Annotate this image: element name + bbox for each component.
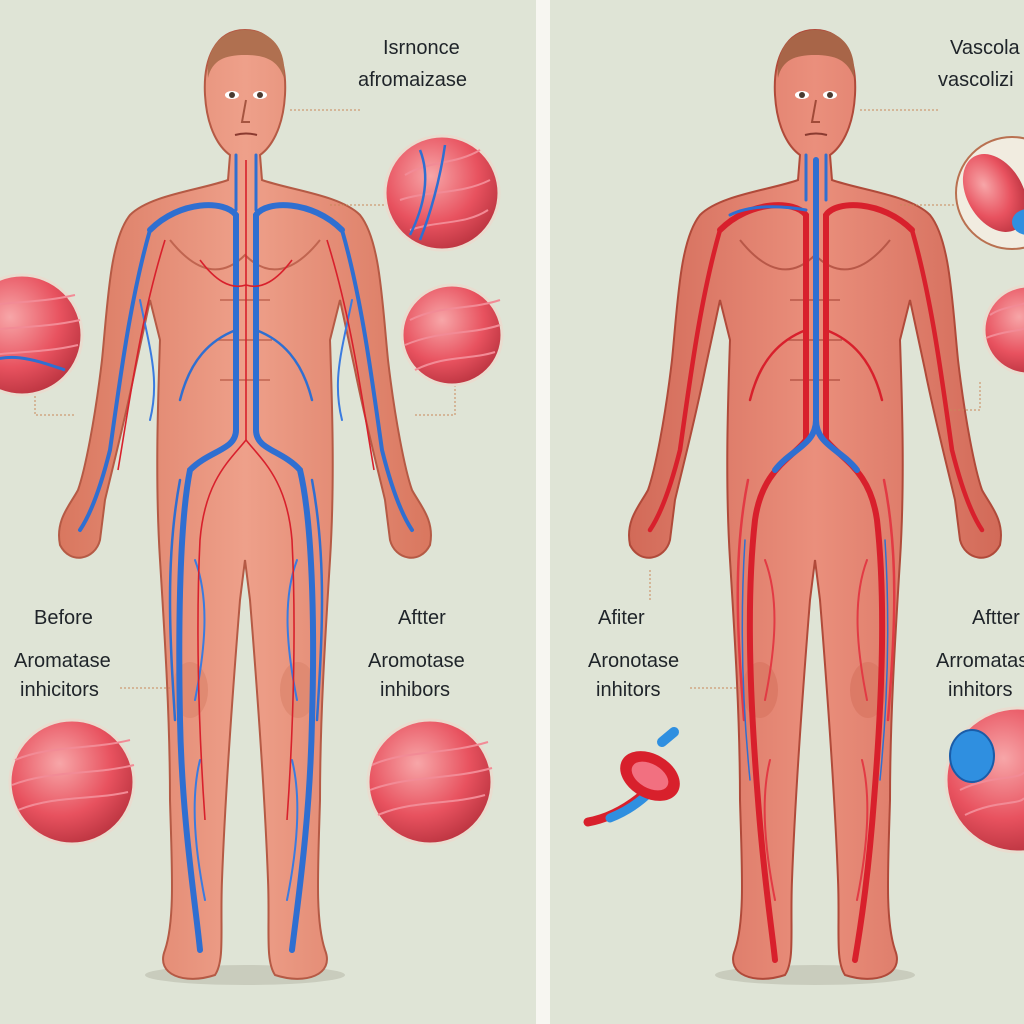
left-figure-svg <box>0 28 504 985</box>
right-right-label-line3: inhitors <box>948 679 1013 701</box>
left-after-label-line1: Aftter <box>398 607 446 629</box>
left-top-label-line2: afromaizase <box>358 69 467 91</box>
left-after-label-line2: Aromotase <box>368 650 465 672</box>
right-panel: Vascola vascolizi Afiter Aronotase inhit… <box>550 0 1024 1024</box>
right-callout-lines <box>649 109 981 689</box>
left-veins <box>78 153 414 953</box>
right-muscle-circle-bottom <box>944 706 1024 854</box>
left-top-label-line1: Isrnonce <box>383 37 460 59</box>
right-top-label-line2: vascolizi <box>938 69 1014 91</box>
left-body <box>58 28 432 980</box>
muscle-circle-top <box>383 134 501 252</box>
right-veins <box>728 153 889 781</box>
right-left-label-line2: Aronotase <box>588 650 680 672</box>
right-left-label-line1: Afiter <box>598 607 645 629</box>
right-left-label-line3: inhitors <box>596 679 661 701</box>
right-right-label-line1: Aftter <box>972 607 1020 629</box>
left-before-label-line2: Aromatase <box>14 650 111 672</box>
muscle-circle-mid-right <box>400 283 504 387</box>
right-muscle-circle-top <box>955 136 1024 250</box>
left-callout-lines <box>34 109 456 689</box>
muscle-circle-bottom-left <box>8 718 136 846</box>
left-arteries <box>117 160 375 821</box>
right-muscle-circle-mid <box>982 284 1024 376</box>
left-panel: Isrnonce afromaizase Before Aromatase in… <box>0 0 536 1024</box>
muscle-circle-mid-left <box>0 273 84 397</box>
muscle-circle-bottom-right <box>366 718 494 846</box>
left-before-label-line1: Before <box>34 607 93 629</box>
left-after-label-line3: inhibors <box>380 679 451 701</box>
right-figure-svg <box>583 28 1024 985</box>
left-before-label-line3: inhicitors <box>20 679 99 701</box>
right-top-label-line1: Vascola <box>950 37 1020 59</box>
right-right-label-line2: Arromatas <box>936 650 1024 672</box>
capsule-illustration <box>583 727 680 827</box>
panel-divider <box>536 0 550 1024</box>
